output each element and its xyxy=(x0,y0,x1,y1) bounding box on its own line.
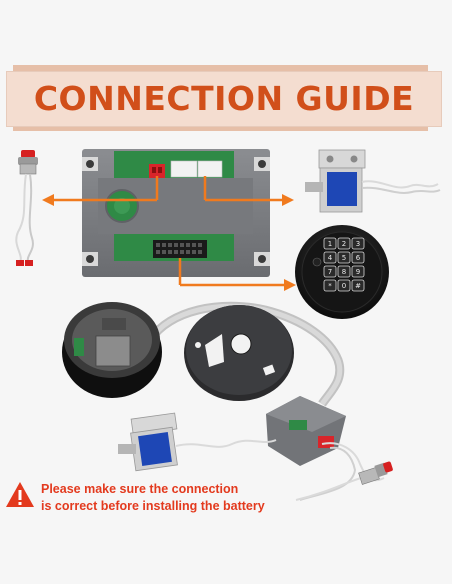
warning-line-2: is correct before installing the battery xyxy=(41,499,265,513)
key-star: * xyxy=(328,282,332,290)
key-4: 4 xyxy=(328,254,333,262)
key-3: 3 xyxy=(356,240,360,248)
mounting-plate xyxy=(184,305,294,401)
key-7: 7 xyxy=(328,268,332,276)
relay-module xyxy=(266,396,385,501)
key-5: 5 xyxy=(342,254,346,262)
push-button-right xyxy=(295,461,393,501)
key-2: 2 xyxy=(342,240,346,248)
key-1: 1 xyxy=(328,240,332,248)
key-hash: # xyxy=(355,282,361,290)
key-6: 6 xyxy=(356,254,361,262)
warning-triangle-icon xyxy=(6,482,34,507)
keypad-keys xyxy=(323,237,365,292)
keypad: 1 2 3 4 5 6 7 8 9 * 0 # xyxy=(295,225,389,319)
solenoid-bottom xyxy=(118,412,277,472)
banner: CONNECTION GUIDE xyxy=(6,71,442,127)
push-button-left xyxy=(15,150,38,266)
key-9: 9 xyxy=(356,268,360,276)
key-8: 8 xyxy=(342,268,346,276)
warning-note: Please make sure the connection is corre… xyxy=(5,479,305,519)
keypad-housing-back xyxy=(62,302,162,398)
control-board xyxy=(82,149,270,277)
warning-line-1: Please make sure the connection xyxy=(41,482,239,496)
solenoid-top xyxy=(305,149,441,213)
connection-arrows xyxy=(42,176,296,291)
banner-title: CONNECTION GUIDE xyxy=(33,79,415,118)
key-0: 0 xyxy=(342,282,346,290)
